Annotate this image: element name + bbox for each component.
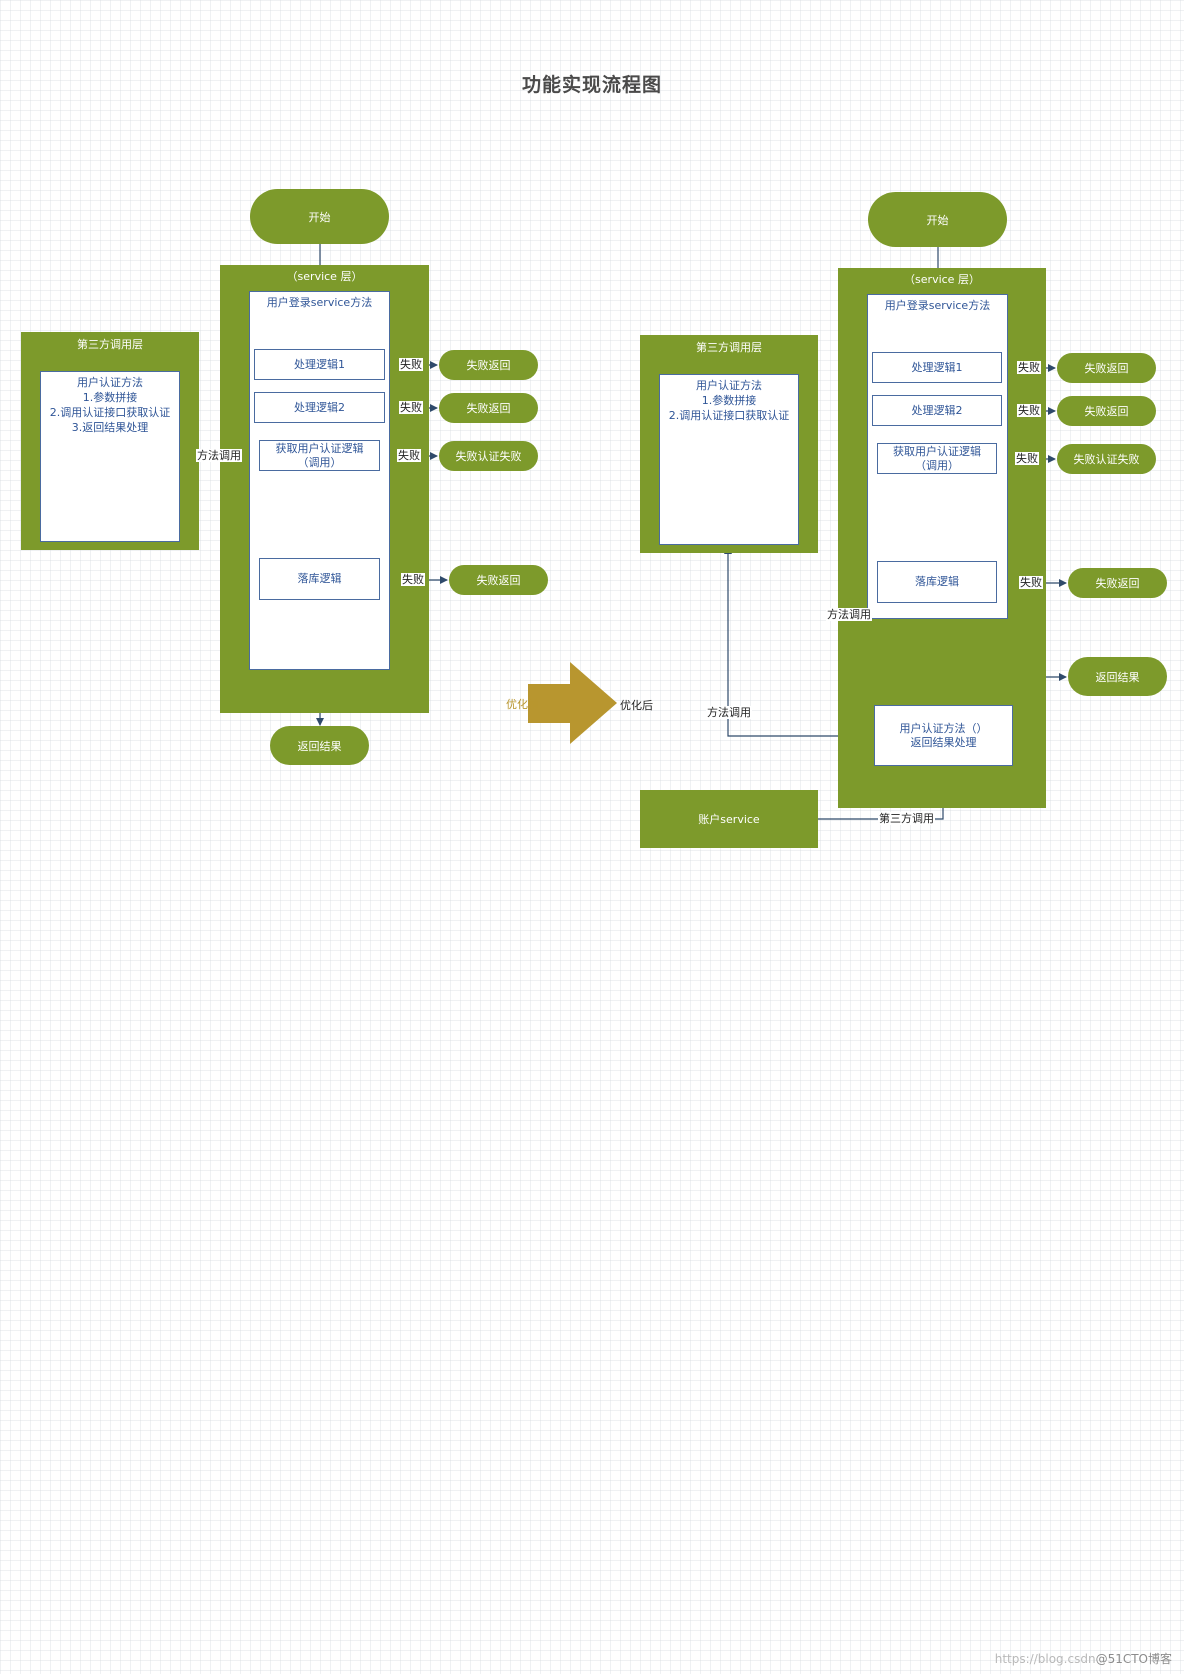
method-call-label-2-after: 方法调用 [706,706,752,719]
method-call-label-1-after: 方法调用 [826,608,872,621]
third-party-title: 第三方调用层 [77,338,143,351]
return-result-node: 返回结果 [270,726,369,765]
watermark: https://blog.csdn@51CTO博客 [995,1650,1172,1667]
auth-method-box-after: 用户认证方法（） 返回结果处理 [874,705,1013,766]
account-service-node: 账户service [640,790,818,848]
service-layer-label-after: （service 层） [904,273,980,286]
fail-result-3: 失败认证失败 [439,441,538,471]
start-node: 开始 [250,189,389,244]
auth-method-panel: 用户认证方法 1.参数拼接 2.调用认证接口获取认证 3.返回结果处理 [40,371,180,542]
login-method-panel: 用户登录service方法 [249,291,390,670]
watermark-brand: @51CTO博客 [1095,1652,1172,1666]
third-party-call-label: 第三方调用 [878,812,935,825]
step-auth-call-after: 获取用户认证逻辑 （调用） [877,443,997,474]
step-persist-after: 落库逻辑 [877,561,997,603]
login-method-title: 用户登录service方法 [266,296,373,309]
step-logic-2-after: 处理逻辑2 [872,395,1002,426]
auth-method-panel-after: 用户认证方法 1.参数拼接 2.调用认证接口获取认证 [659,374,799,545]
fail-result-2-after: 失败返回 [1057,396,1156,426]
login-method-title-after: 用户登录service方法 [884,299,991,312]
watermark-prefix: https://blog.csdn [994,1652,1096,1666]
step-logic-1: 处理逻辑1 [254,349,385,380]
fail-label-3: 失败 [397,449,421,462]
label-after-optimization: 优化后 [620,699,653,712]
fail-label-3-after: 失败 [1015,452,1039,465]
label-before-optimization: 优化前 [506,698,539,711]
start-node-after: 开始 [868,192,1007,247]
return-result-node-after: 返回结果 [1068,657,1167,696]
third-party-title-after: 第三方调用层 [696,341,762,354]
diagram-title: 功能实现流程图 [521,74,662,96]
fail-result-4: 失败返回 [449,565,548,595]
optimization-arrow [528,662,617,744]
fail-result-1: 失败返回 [439,350,538,380]
fail-label-1: 失败 [399,358,423,371]
step-logic-1-after: 处理逻辑1 [872,352,1002,383]
fail-label-2-after: 失败 [1017,404,1041,417]
fail-result-3-after: 失败认证失败 [1057,444,1156,474]
fail-result-1-after: 失败返回 [1057,353,1156,383]
step-persist: 落库逻辑 [259,558,380,600]
fail-result-4-after: 失败返回 [1068,568,1167,598]
fail-label-2: 失败 [399,401,423,414]
fail-result-2: 失败返回 [439,393,538,423]
service-layer-label: （service 层） [286,270,363,283]
fail-label-4-after: 失败 [1019,576,1043,589]
fail-label-1-after: 失败 [1017,361,1041,374]
arrow2-auth-to-thirdparty [724,546,874,737]
method-call-label: 方法调用 [196,449,242,462]
step-logic-2: 处理逻辑2 [254,392,385,423]
step-auth-call: 获取用户认证逻辑 （调用） [259,440,380,471]
fail-label-4: 失败 [401,573,425,586]
